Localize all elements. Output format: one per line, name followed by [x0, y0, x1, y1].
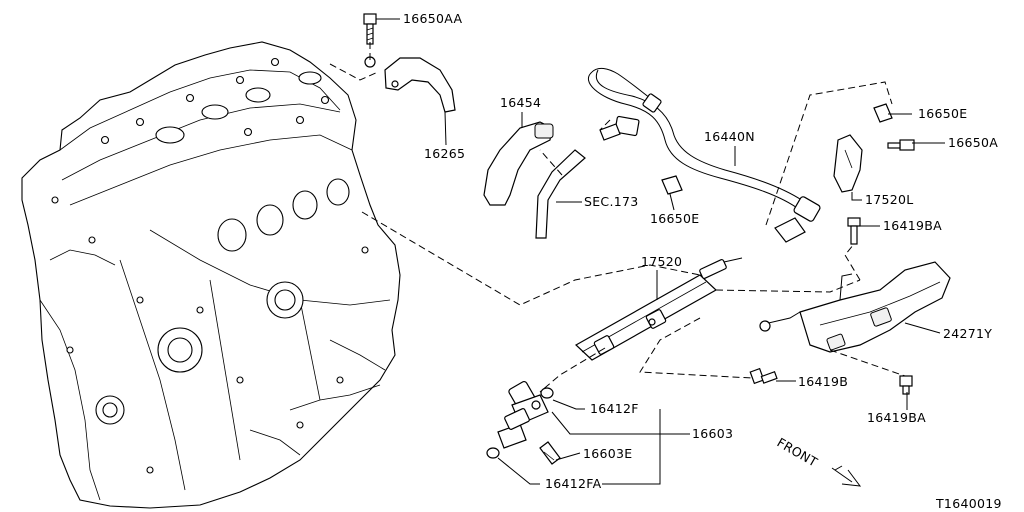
label-16265: 16265: [424, 146, 465, 161]
injector-clip-16603E: [539, 441, 561, 465]
label-16454: 16454: [500, 95, 541, 110]
label-16440N: 16440N: [704, 129, 755, 144]
vacuum-hose-sec173: [535, 149, 586, 239]
label-16603: 16603: [692, 426, 733, 441]
label-17520: 17520: [641, 254, 682, 269]
label-16419B: 16419B: [798, 374, 848, 389]
label-24271Y: 24271Y: [943, 326, 992, 341]
front-direction-label: FRONT: [775, 435, 821, 470]
engine-block: [21, 41, 401, 509]
label-16650E-hose: 16650E: [650, 211, 699, 226]
fuel-rail-17520: [574, 257, 743, 361]
front-direction-arrow-icon: [831, 465, 862, 487]
label-sec173: SEC.173: [584, 194, 639, 209]
label-16412F: 16412F: [590, 401, 639, 416]
o-ring-16412FA: [486, 447, 500, 459]
label-17520L: 17520L: [865, 192, 914, 207]
label-16650AA: 16650AA: [403, 11, 462, 26]
label-16650A: 16650A: [948, 135, 998, 150]
bolt-16419B: [749, 367, 778, 385]
label-16419BA-top: 16419BA: [883, 218, 942, 233]
sensor-16454: [483, 121, 554, 206]
bracket-16265: [364, 56, 456, 113]
diagram-id: T1640019: [935, 496, 1002, 511]
bracket-17520L: [833, 103, 915, 193]
harness-protector-24271Y: [759, 261, 951, 353]
o-ring-16412F: [540, 387, 554, 399]
label-16650E-bracket: 16650E: [918, 106, 967, 121]
assembly-guide-lines: [329, 42, 906, 393]
label-16419BA-bottom: 16419BA: [867, 410, 926, 425]
label-16412FA: 16412FA: [545, 476, 602, 491]
bolt-16419BA-top: [847, 217, 861, 245]
bolt-16650AA: [363, 13, 377, 45]
fuel-hose-16440N: [587, 67, 821, 243]
bolt-16419BA-bottom: [899, 375, 913, 395]
injector-16603: [497, 380, 549, 449]
label-16603E: 16603E: [583, 446, 632, 461]
leader-lines: [376, 18, 945, 485]
